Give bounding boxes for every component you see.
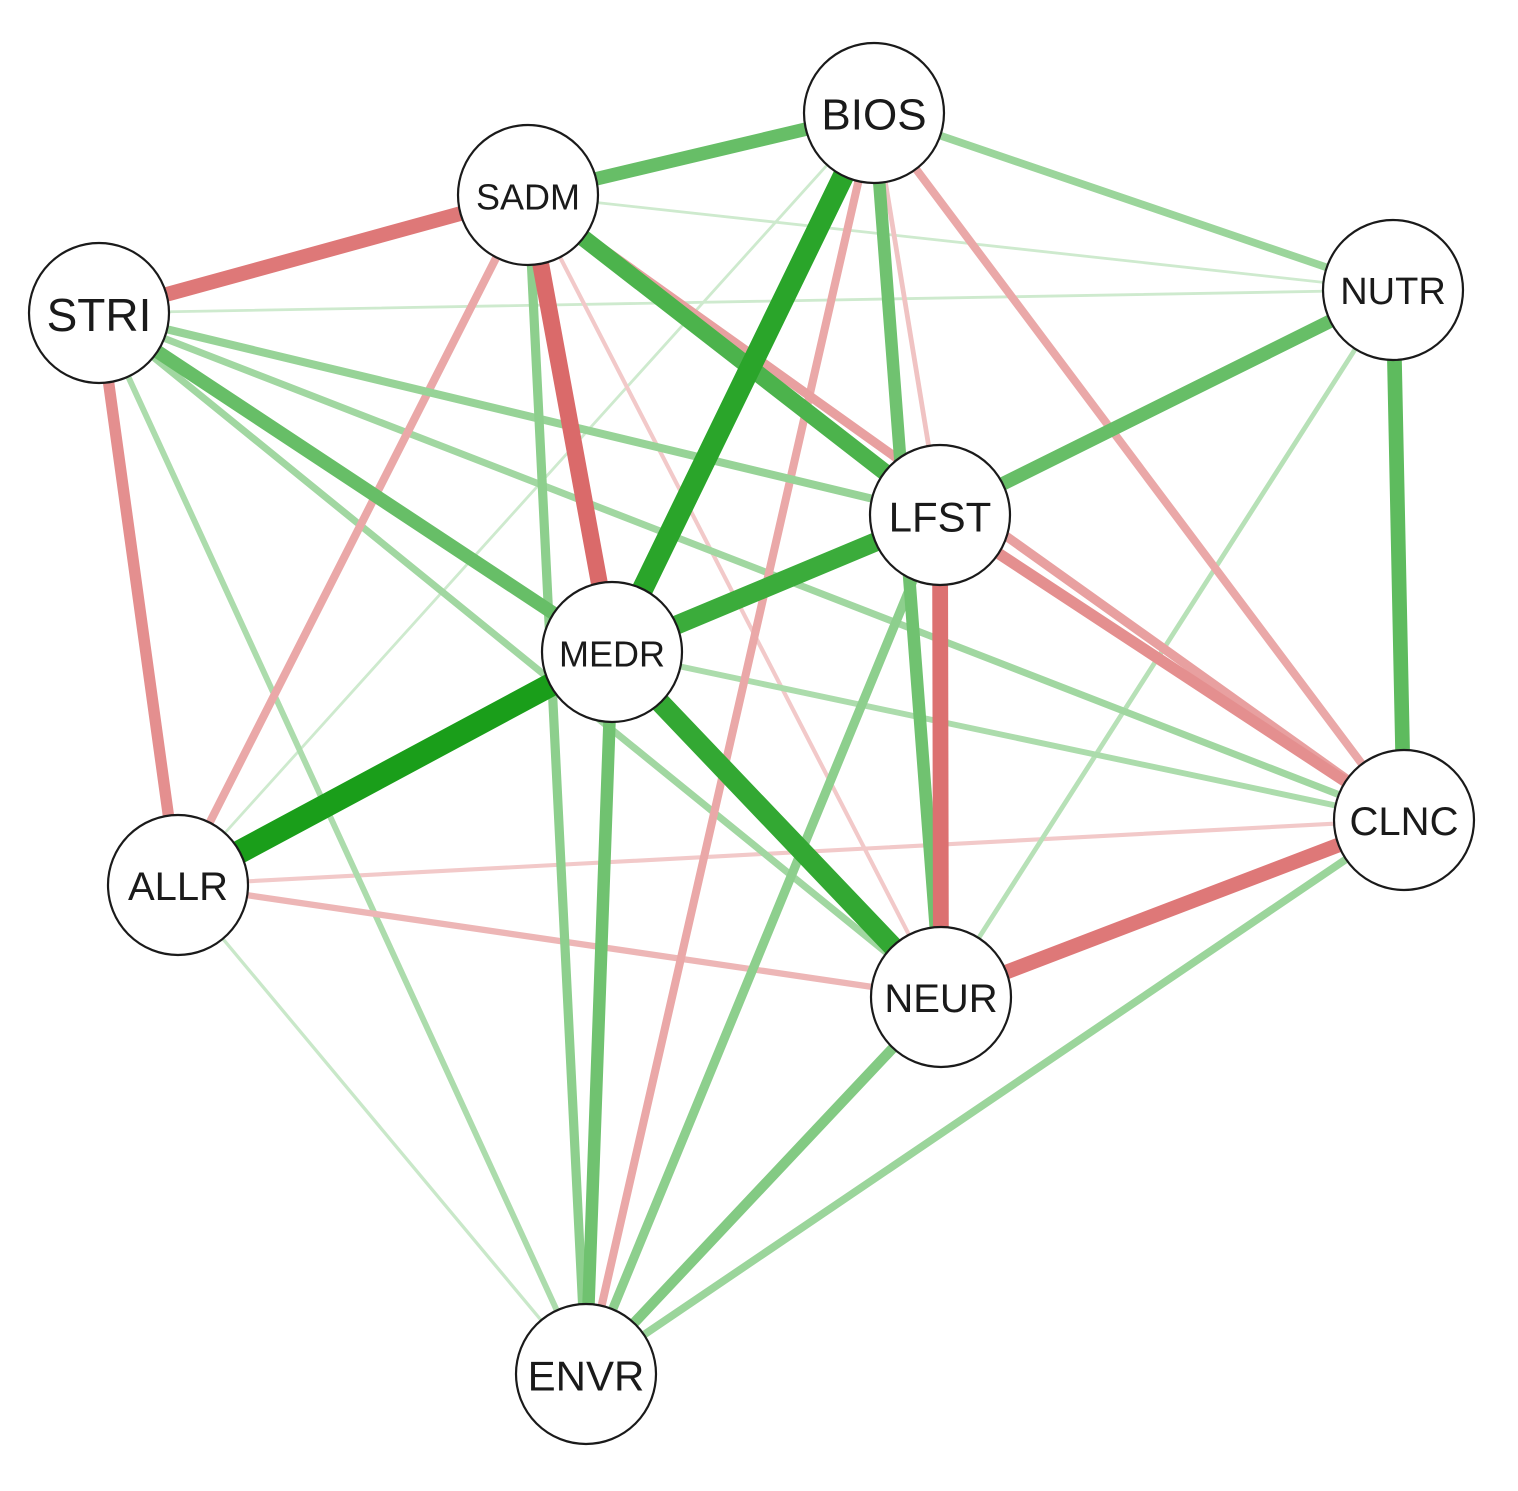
edge-stri-clnc [95,309,1408,824]
node-label: BIOS [821,91,926,140]
node-label: SADM [476,177,580,218]
node-circle [869,925,1013,1069]
edge-neur-envr [580,991,947,1380]
edge-bios-envr [581,108,879,1379]
edge-stri-medr [92,306,619,659]
node-allr: ALLR [106,813,250,957]
node-circle [1332,748,1476,892]
node-circle [1321,218,1465,362]
edge-allr-neur [174,881,945,1001]
edge-lfst-clnc [934,509,1410,826]
node-lfst: LFST [868,443,1012,587]
edge-sadm-allr [173,190,533,890]
edge-bios-clnc [869,108,1409,825]
edge-stri-nutr [97,288,1395,315]
node-circle [456,123,600,267]
node-stri: STRI [27,241,171,385]
edge-nutr-lfst [933,283,1400,522]
edge-medr-allr [166,640,624,897]
edge-medr-envr [579,645,619,1381]
node-circle [514,1302,658,1446]
node-circle [106,813,250,957]
node-circle [868,443,1012,587]
edge-stri-envr [96,310,589,1377]
edge-sadm-medr [519,186,621,661]
edge-nutr-neur [938,287,1396,1000]
node-label: CLNC [1350,800,1459,844]
node-layer: BIOS SADM STRI NUTR LFST MEDR ALLR CLNC NEUR ENVR [27,41,1476,1446]
edge-stri-allr [93,307,184,891]
edge-stri-neur [95,309,945,1001]
node-circle [540,580,684,724]
edge-stri-lfst [94,308,945,520]
node-label: ENVR [528,1353,645,1400]
node-medr: MEDR [540,580,684,724]
node-label: ALLR [128,865,228,909]
node-label: NUTR [1340,271,1446,313]
edge-stri-sadm [91,187,536,321]
node-sadm: SADM [456,123,600,267]
edge-sadm-lfst [519,186,949,524]
edge-medr-neur [601,641,952,1008]
edge-nutr-clnc [1385,282,1412,828]
edge-envr-clnc [582,816,1408,1378]
node-neur: NEUR [869,925,1013,1069]
edge-bios-nutr [870,109,1397,294]
edge-sadm-envr [523,190,591,1379]
edge-allr-envr [176,883,588,1376]
node-bios: BIOS [802,41,946,185]
edge-neur-clnc [933,812,1412,1005]
edge-bios-medr [601,102,885,663]
edge-layer [91,102,1412,1381]
node-circle [802,41,946,185]
node-envr: ENVR [514,1302,658,1446]
node-label: NEUR [884,977,997,1021]
node-label: LFST [889,494,992,541]
edge-lfst-neur [932,507,949,1005]
node-clnc: CLNC [1332,748,1476,892]
edge-sadm-nutr [526,193,1395,292]
edge-bios-allr [176,111,876,887]
node-label: STRI [47,289,152,341]
edge-lfst-envr [581,510,945,1379]
node-nutr: NUTR [1321,218,1465,362]
node-label: MEDR [559,634,665,675]
node-circle [27,241,171,385]
